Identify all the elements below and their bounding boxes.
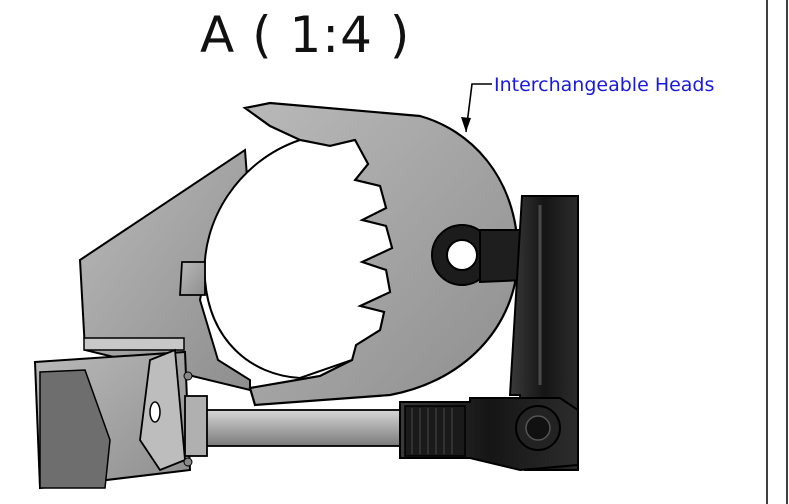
pivot-hole xyxy=(446,239,478,271)
view-label: A ( 1:4 ) xyxy=(200,6,411,64)
knurled-knob xyxy=(404,405,466,457)
head-notch xyxy=(179,261,206,296)
rod-flange xyxy=(184,395,208,457)
callout-arrowhead xyxy=(461,117,471,132)
hinge-slot xyxy=(149,401,161,423)
guide-rod xyxy=(199,409,411,447)
flange-screw-bottom xyxy=(183,457,193,467)
hinge-plate xyxy=(139,348,186,472)
mount-block-shadow xyxy=(39,369,111,489)
flange-screw-top xyxy=(183,371,193,381)
head-opening xyxy=(203,138,394,380)
base-ledge xyxy=(83,337,185,351)
callout-leader xyxy=(465,83,492,133)
knurl-lines xyxy=(411,408,453,454)
callout-interchangeable-heads: Interchangeable Heads xyxy=(494,74,715,96)
clamp-bolt-center xyxy=(525,415,551,441)
